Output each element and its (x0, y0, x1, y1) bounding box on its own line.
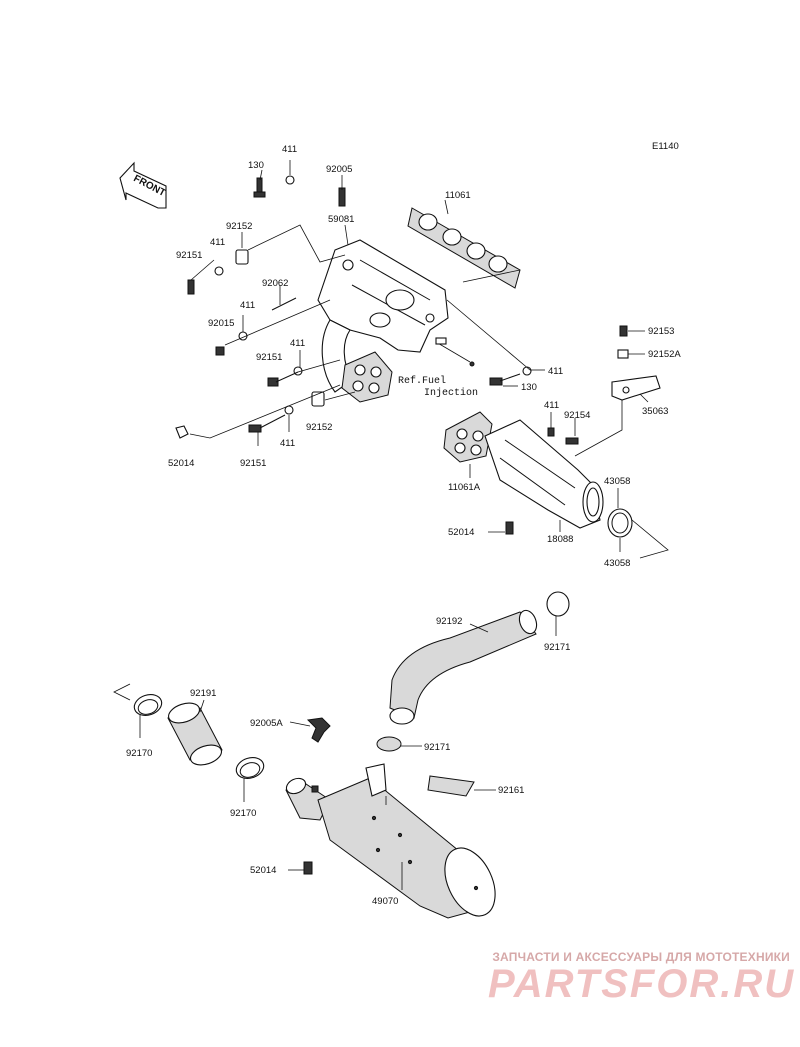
part-label: 43058 (604, 558, 630, 569)
muffler-49070 (285, 763, 496, 919)
front-arrow-icon: FRONT (119, 161, 167, 209)
part-label: 411 (544, 400, 559, 411)
manifold-outlet-flange (341, 351, 393, 403)
exhaust-manifold (317, 239, 449, 393)
part-label: 59081 (328, 214, 354, 225)
part-label: 92152 (306, 422, 332, 433)
part-label: 52014 (448, 527, 474, 538)
fasteners-right (489, 325, 661, 445)
part-label: 92151 (176, 250, 202, 261)
part-label: 92170 (126, 748, 152, 759)
fitting-92005A (306, 717, 331, 743)
part-label: 411 (240, 300, 255, 311)
part-label: 92171 (424, 742, 450, 753)
part-label: 43058 (604, 476, 630, 487)
part-label: 92005A (250, 718, 283, 729)
hose-92191 (133, 694, 265, 779)
part-labels: 130 411 92005 11061 59081 92152 411 9215… (126, 144, 681, 907)
part-label: 130 (521, 382, 537, 393)
leader-lines (113, 160, 669, 890)
part-label: 11061A (448, 482, 481, 493)
hose-clamp-92171-lower (376, 736, 402, 752)
part-label: 11061 (445, 190, 471, 201)
part-label: 92191 (190, 688, 216, 699)
part-label: 92062 (262, 278, 288, 289)
warning-label-92161 (427, 775, 475, 797)
manifold-gasket-11061 (407, 207, 521, 289)
part-label: 52014 (250, 865, 276, 876)
part-label: 92015 (208, 318, 234, 329)
part-label: 92152A (648, 349, 681, 360)
fasteners-lower (175, 391, 325, 439)
part-label: 411 (548, 366, 563, 377)
part-label: 92151 (240, 458, 266, 469)
part-label: 92152 (226, 221, 252, 232)
part-label: 92170 (230, 808, 256, 819)
diagram-code: E1140 (652, 141, 679, 152)
part-label: 35063 (642, 406, 668, 417)
part-label: 92153 (648, 326, 674, 337)
part-label: 411 (282, 144, 297, 155)
fuel-injection-sensor (435, 337, 475, 367)
part-label: 411 (280, 438, 295, 449)
part-label: 411 (210, 237, 225, 248)
ref-note-line2: Injection (424, 387, 478, 399)
exhaust-pipe-18088 (443, 411, 633, 538)
part-label: 92151 (256, 352, 282, 363)
watermark-logo: PARTSFOR.RU (488, 962, 796, 1006)
part-label: 92171 (544, 642, 570, 653)
part-label: 411 (290, 338, 305, 349)
hose-clamp-92171-upper (546, 591, 570, 617)
part-label: 18088 (547, 534, 573, 545)
part-label: 92005 (326, 164, 352, 175)
part-label: 49070 (372, 896, 398, 907)
part-label: 92192 (436, 616, 462, 627)
part-label: 52014 (168, 458, 194, 469)
outlet-hose-92192 (389, 609, 538, 725)
watermark-tagline: ЗАПЧАСТИ И АКСЕССУАРЫ ДЛЯ МОТОТЕХНИКИ (492, 950, 790, 964)
fasteners-upper (187, 175, 346, 387)
part-label: 92154 (564, 410, 590, 421)
part-label: 130 (248, 160, 264, 171)
ref-note-line1: Ref.Fuel (398, 375, 446, 387)
part-label: 92161 (498, 785, 524, 796)
